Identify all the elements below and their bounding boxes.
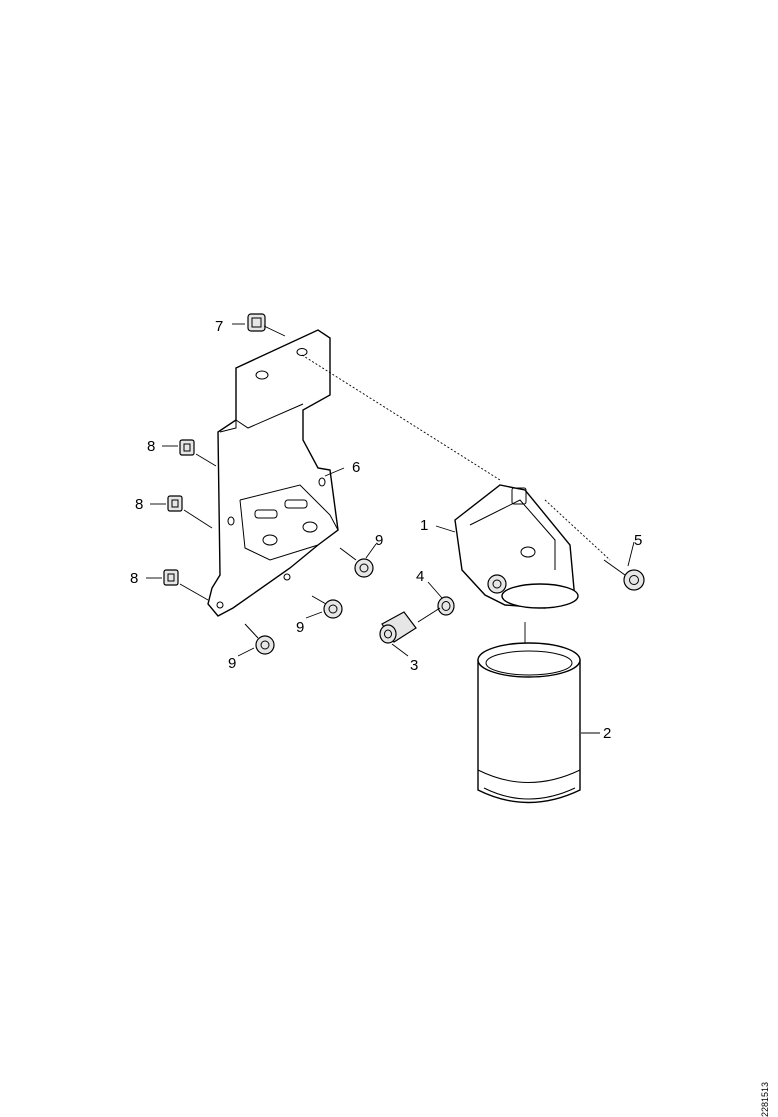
clip-nut-lower bbox=[163, 569, 179, 586]
callout-8-lower: 8 bbox=[130, 570, 138, 587]
callout-9-upper: 9 bbox=[375, 532, 383, 549]
filter-head bbox=[454, 484, 611, 609]
callout-6: 6 bbox=[352, 459, 360, 476]
clip-nut-top bbox=[247, 313, 266, 332]
bolt-lower-middle bbox=[311, 595, 343, 619]
callout-1: 1 bbox=[420, 517, 428, 534]
seal-washer bbox=[437, 596, 455, 616]
leader-lines bbox=[146, 323, 635, 734]
bolt-lower-left bbox=[244, 623, 275, 655]
bolt-upper-right bbox=[339, 547, 374, 578]
filter-head-bolt bbox=[603, 559, 645, 591]
callout-9-lower: 9 bbox=[228, 655, 236, 672]
callout-7: 7 bbox=[215, 318, 223, 335]
callout-4: 4 bbox=[416, 568, 424, 585]
callout-2: 2 bbox=[603, 725, 611, 742]
callout-3: 3 bbox=[410, 657, 418, 674]
callout-8-upper: 8 bbox=[147, 438, 155, 455]
fitting bbox=[379, 607, 441, 644]
mounting-bracket bbox=[207, 329, 501, 617]
callout-8-middle: 8 bbox=[135, 496, 143, 513]
filter-cartridge bbox=[477, 622, 581, 804]
callout-5: 5 bbox=[634, 532, 642, 549]
clip-nut-middle bbox=[167, 495, 183, 512]
clip-nut-upper bbox=[179, 439, 195, 456]
callout-9-middle: 9 bbox=[296, 619, 304, 636]
